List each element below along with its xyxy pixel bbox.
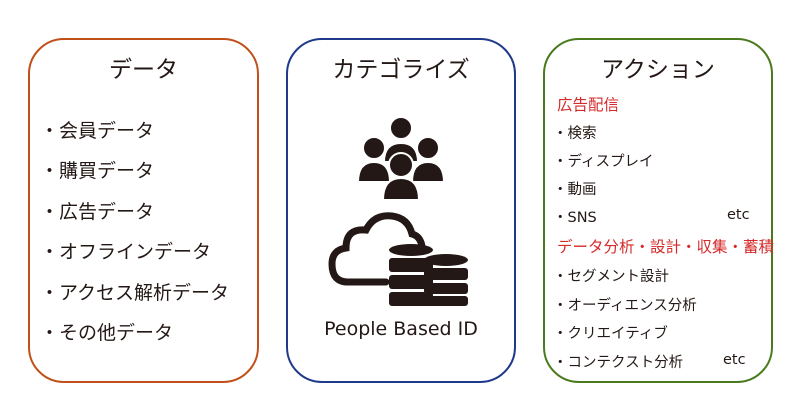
category-box: カテゴライズ People Based ID xyxy=(286,38,516,383)
section-heading-ad-delivery: 広告配信 xyxy=(557,96,620,114)
action-box-title: アクション xyxy=(601,57,715,83)
list-item: ・会員データ xyxy=(40,120,155,142)
cloud-database-icon xyxy=(328,212,468,306)
list-item: ・クリエイティブ xyxy=(553,326,668,342)
list-item: ・コンテクスト分析 xyxy=(553,355,684,371)
list-item: ・ディスプレイ xyxy=(553,154,654,170)
list-item: ・SNS xyxy=(553,210,597,226)
list-item: ・アクセス解析データ xyxy=(40,282,230,304)
data-box-title: データ xyxy=(109,57,178,83)
list-item: ・オーディエンス分析 xyxy=(553,298,697,314)
list-item: ・セグメント設計 xyxy=(553,269,669,285)
data-box: データ ・会員データ ・購買データ ・広告データ ・オフラインデータ ・アクセス… xyxy=(28,38,259,383)
section-heading-data-analysis: データ分析・設計・収集・蓄積 xyxy=(557,238,775,256)
action-box: アクション 広告配信 ・検索 ・ディスプレイ ・動画 ・SNS etc データ分… xyxy=(543,38,775,383)
etc-label: etc xyxy=(727,207,750,223)
list-item: ・その他データ xyxy=(40,322,174,344)
people-based-id-label: People Based ID xyxy=(324,318,478,340)
list-item: ・購買データ xyxy=(40,160,155,182)
list-item: ・動画 xyxy=(553,182,597,198)
category-box-title: カテゴライズ xyxy=(332,57,470,83)
people-group-icon xyxy=(358,117,444,201)
list-item: ・オフラインデータ xyxy=(40,241,212,263)
list-item: ・検索 xyxy=(553,126,597,142)
list-item: ・広告データ xyxy=(40,201,155,223)
etc-label: etc xyxy=(723,352,746,368)
